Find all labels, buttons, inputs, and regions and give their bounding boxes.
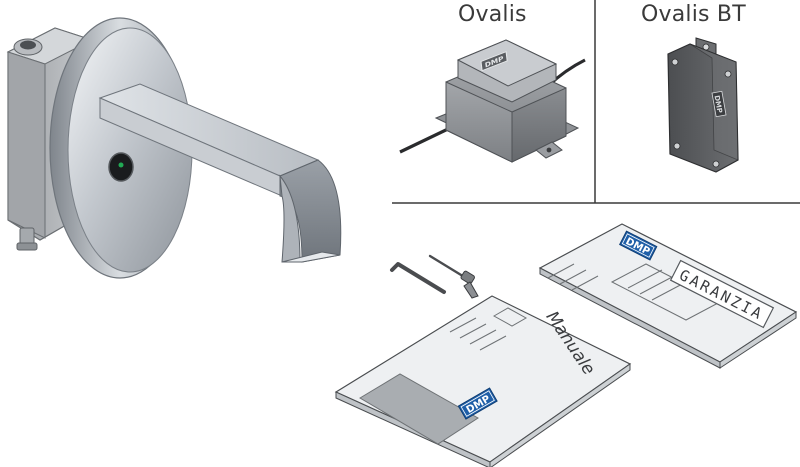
ovalis-power-unit: DMP — [399, 39, 586, 163]
ovalis-header: Ovalis — [458, 2, 527, 27]
ovalis-bt-header: Ovalis BT — [641, 2, 746, 27]
sensor-eye-icon — [108, 152, 134, 182]
ovalis-bt-module: DMP — [667, 37, 739, 173]
manual-booklet: DMP Manuale — [334, 295, 632, 467]
warranty-card: DMP GARANZIA — [538, 223, 798, 369]
allen-key-icon — [390, 262, 446, 294]
faucet-illustration — [6, 17, 342, 279]
spanner-pin-tool-icon — [428, 254, 479, 299]
svg-text:DMP: DMP — [713, 95, 724, 114]
dmp-logo-icon: DMP — [711, 90, 727, 118]
